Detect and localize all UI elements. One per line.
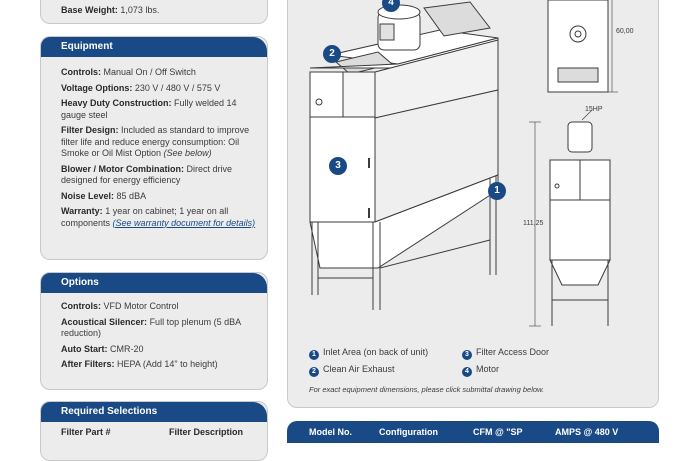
legend-dot: 4 <box>462 367 472 377</box>
item-label: Filter Design: <box>61 125 119 135</box>
legend-exhaust: 2 Clean Air Exhaust <box>309 363 395 377</box>
callout-badge-3: 3 <box>329 157 347 175</box>
equipment-drawing <box>309 0 618 327</box>
item-value: Direct drive designed for energy efficie… <box>61 163 233 186</box>
cabinet-upper-side <box>342 71 376 118</box>
item-label: Voltage Options: <box>61 82 133 93</box>
options-list: Controls: VFD Motor Control Acoustical S… <box>61 301 257 375</box>
col-configuration: Configuration <box>379 427 438 437</box>
item-label: Noise Level: <box>61 190 115 201</box>
legend-inlet: 1 Inlet Area (on back of unit) <box>309 346 428 360</box>
legend-dot: 2 <box>309 367 319 377</box>
equipment-item: Warranty: 1 year on cabinet; 1 year on a… <box>61 206 257 229</box>
dimensions-note: For exact equipment dimensions, please c… <box>309 385 545 394</box>
item-value: 85 dBA <box>116 190 147 201</box>
legend-text: Motor <box>476 364 500 374</box>
model-table-header: Model No. Configuration CFM @ "SP AMPS @… <box>287 421 659 443</box>
equipment-header: Equipment <box>41 37 267 57</box>
item-label: Controls: <box>61 67 101 77</box>
item-value: CMR-20 <box>110 343 144 354</box>
equipment-item: Noise Level: 85 dBA <box>61 191 257 203</box>
required-col-desc: Filter Description <box>169 427 244 437</box>
item-value: 1 year on cabinet; 1 year on all compone… <box>61 206 229 228</box>
equipment-card: Equipment Controls: Manual On / Off Swit… <box>40 36 268 260</box>
equipment-list: Controls: Manual On / Off Switch Voltage… <box>61 67 257 233</box>
option-item: After Filters: HEPA (Add 14" to height) <box>61 359 257 371</box>
item-value: 230 V / 480 V / 575 V <box>134 82 221 93</box>
item-label: Heavy Duty Construction: <box>61 98 172 108</box>
required-header: Required Selections <box>41 402 267 422</box>
side-view-drawing <box>529 109 611 327</box>
options-card: Options Controls: VFD Motor Control Acou… <box>40 272 268 390</box>
equipment-item: Heavy Duty Construction: Fully welded 14… <box>61 98 257 121</box>
col-model-no: Model No. <box>309 427 352 437</box>
item-value: Manual On / Off Switch <box>103 67 196 77</box>
item-value: VFD Motor Control <box>103 301 179 311</box>
callout-badge-4: 4 <box>382 0 400 12</box>
item-label: Warranty: <box>61 206 103 216</box>
item-value: Fully welded 14 gauge steel <box>61 98 237 120</box>
item-label: Auto Start: <box>61 343 108 354</box>
item-label: Controls: <box>61 301 101 311</box>
leg-brace <box>379 239 491 269</box>
collector-unit-drawing <box>309 1 499 310</box>
option-item: Controls: VFD Motor Control <box>61 301 257 313</box>
legend-text: Clean Air Exhaust <box>323 364 395 374</box>
equipment-item: Blower / Motor Combination: Direct drive… <box>61 164 257 187</box>
equipment-item: Voltage Options: 230 V / 480 V / 575 V <box>61 83 257 95</box>
legend-text: Filter Access Door <box>476 347 550 357</box>
motor-dimension: 15HP <box>585 106 603 113</box>
legend-dot: 1 <box>309 350 319 360</box>
base-weight-row: Base Weight: 1,073 lbs. <box>61 5 257 17</box>
warranty-link[interactable]: (See warranty document for details) <box>112 217 256 228</box>
item-value: Full top plenum (5 dBA reduction) <box>61 316 241 339</box>
exhaust-grille <box>423 1 491 37</box>
spec-card-top: Base Weight: 1,073 lbs. <box>40 0 268 24</box>
option-item: Auto Start: CMR-20 <box>61 344 257 356</box>
item-label: Blower / Motor Combination: <box>61 163 184 174</box>
legend-dot: 3 <box>462 350 472 360</box>
option-item: Acoustical Silencer: Full top plenum (5 … <box>61 317 257 340</box>
equipment-item: Filter Design: Included as standard to i… <box>61 125 257 160</box>
col-amps: AMPS @ 480 V <box>555 427 619 437</box>
front-view-drawing <box>547 0 618 93</box>
base-weight-label: Base Weight: <box>61 5 118 15</box>
height-dimension: 111,25 <box>523 220 544 227</box>
item-value: Included as standard to improve filter l… <box>61 125 250 158</box>
item-label: After Filters: <box>61 359 115 369</box>
item-extra: (See below) <box>163 148 212 158</box>
required-col-part: Filter Part # <box>61 427 111 437</box>
item-label: Acoustical Silencer: <box>61 316 148 327</box>
callout-badge-2: 2 <box>323 45 341 63</box>
width-dimension: 60,00 <box>616 28 634 35</box>
motor-box <box>379 23 395 41</box>
equipment-item: Controls: Manual On / Off Switch <box>61 67 257 79</box>
base-weight-value: 1,073 lbs. <box>120 5 160 15</box>
col-cfm-sp: CFM @ "SP <box>473 427 523 437</box>
legend-filter-door: 3 Filter Access Door <box>462 346 549 360</box>
legend-text: Inlet Area (on back of unit) <box>323 347 429 357</box>
item-value: HEPA (Add 14" to height) <box>117 359 218 369</box>
legend-motor: 4 Motor <box>462 363 499 377</box>
callout-badge-1: 1 <box>488 182 506 200</box>
door-handle <box>315 98 323 106</box>
options-header: Options <box>41 273 267 293</box>
